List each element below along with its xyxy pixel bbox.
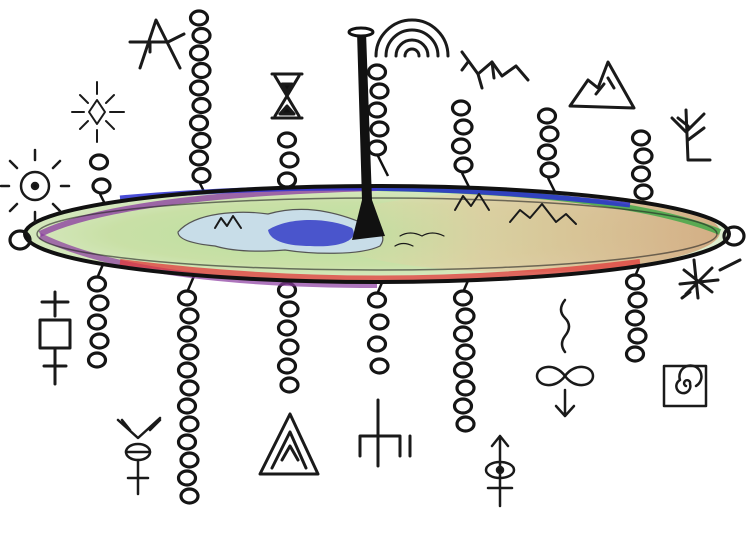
diamond-star-icon xyxy=(72,82,124,142)
bead xyxy=(455,363,472,377)
bead xyxy=(191,81,208,95)
bead xyxy=(181,489,198,503)
bead xyxy=(371,359,388,373)
bead xyxy=(457,417,474,431)
bead xyxy=(279,173,296,187)
bead xyxy=(541,163,558,177)
bead xyxy=(193,29,210,43)
bead xyxy=(193,134,210,148)
bead xyxy=(629,329,646,343)
sun-icon xyxy=(1,150,69,222)
bead xyxy=(455,399,472,413)
bead xyxy=(281,153,298,167)
bead xyxy=(453,139,470,153)
bead xyxy=(193,64,210,78)
cross-box-rune-icon xyxy=(40,292,70,384)
bead xyxy=(371,315,388,329)
infinity-arrow-icon xyxy=(537,300,593,416)
bead xyxy=(281,340,298,354)
bead xyxy=(181,309,198,323)
bead xyxy=(181,453,198,467)
bead xyxy=(629,293,646,307)
bead xyxy=(181,381,198,395)
bead xyxy=(635,185,652,199)
triangle-sign-icon xyxy=(130,20,184,68)
bead xyxy=(89,353,106,367)
bead xyxy=(191,11,208,25)
bead xyxy=(179,435,196,449)
bead xyxy=(191,151,208,165)
bead xyxy=(453,101,470,115)
nested-triangle-icon xyxy=(260,414,318,474)
bead xyxy=(369,65,386,79)
bead xyxy=(457,309,474,323)
bird-icon xyxy=(462,52,528,88)
bead xyxy=(541,127,558,141)
bead xyxy=(457,345,474,359)
bead xyxy=(91,296,108,310)
bead xyxy=(369,141,386,155)
bead xyxy=(455,120,472,134)
bead xyxy=(627,311,644,325)
bead xyxy=(179,327,196,341)
bead xyxy=(179,471,196,485)
bead xyxy=(181,345,198,359)
bead xyxy=(455,291,472,305)
branch-rune-icon xyxy=(672,110,710,160)
radio-waves-icon xyxy=(376,20,448,56)
bead xyxy=(279,321,296,335)
bead xyxy=(193,99,210,113)
bead xyxy=(633,131,650,145)
bead xyxy=(281,302,298,316)
chain-connector xyxy=(378,156,388,176)
bead xyxy=(539,109,556,123)
bead xyxy=(279,359,296,373)
bead xyxy=(635,149,652,163)
bead xyxy=(179,399,196,413)
bead xyxy=(193,169,210,183)
bead xyxy=(93,179,110,193)
bead xyxy=(455,158,472,172)
tree-rune-icon xyxy=(118,418,160,494)
bead xyxy=(455,327,472,341)
eye-arrow-icon xyxy=(486,436,514,506)
bead xyxy=(279,133,296,147)
bead xyxy=(457,381,474,395)
trident-rune-icon xyxy=(360,400,410,466)
scribble-star-icon xyxy=(680,260,740,298)
bead xyxy=(191,46,208,60)
bead xyxy=(539,145,556,159)
bead xyxy=(371,84,388,98)
bead xyxy=(91,155,108,169)
bead xyxy=(371,122,388,136)
spiral-icon xyxy=(664,366,706,406)
bead xyxy=(191,116,208,130)
bead xyxy=(181,417,198,431)
mountain-icon xyxy=(570,62,634,108)
bead xyxy=(179,291,196,305)
bead xyxy=(89,315,106,329)
bead xyxy=(369,337,386,351)
bead xyxy=(369,103,386,117)
bead xyxy=(369,293,386,307)
bead xyxy=(627,275,644,289)
bead xyxy=(179,363,196,377)
bead xyxy=(627,347,644,361)
bead xyxy=(281,378,298,392)
bead xyxy=(91,334,108,348)
bead xyxy=(89,277,106,291)
hourglass-icon xyxy=(272,74,302,118)
bead xyxy=(633,167,650,181)
